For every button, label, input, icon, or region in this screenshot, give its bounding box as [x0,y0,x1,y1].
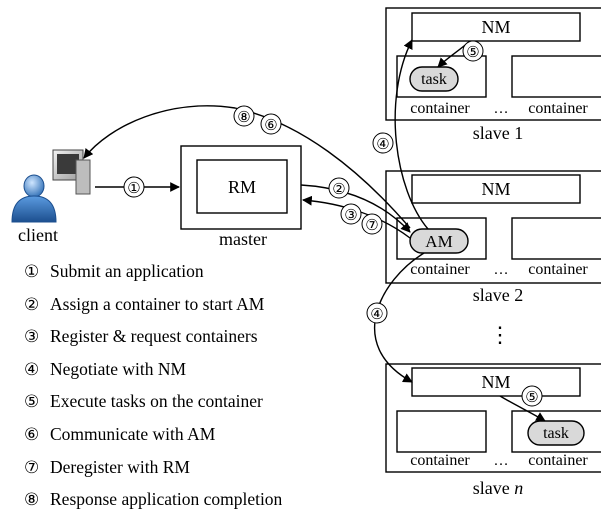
rm-label: RM [228,177,256,197]
step-marker-5-slaven: ⑤ [521,385,543,407]
svg-text:⑥: ⑥ [264,118,277,134]
step-marker-7: ⑦ [361,213,383,235]
svg-text:⑤: ⑤ [525,390,538,406]
arrow-negotiate-slave1 [394,39,429,230]
legend-num: ⑧ [24,490,40,511]
legend-num: ⑥ [24,424,40,445]
legend-text: Deregister with RM [50,456,190,477]
slave-1-nm-label: NM [481,17,510,37]
slave-2-nm-label: NM [481,179,510,199]
slave-2-container-label-right: container [528,261,588,278]
slave-1-task-label: task [421,71,447,88]
arrow-assign-am [300,184,411,233]
client-icon [11,149,91,223]
slave-1: NM task container … container slave 1 [385,7,601,143]
step-marker-1: ① [123,176,145,198]
slave-1-container-right [511,55,601,98]
slave-2-dots: … [494,262,509,278]
slave-n-task-pill [527,420,585,446]
slave-n-container-label-right: container [528,452,588,469]
legend-num: ① [24,262,40,282]
svg-text:③: ③ [344,208,357,224]
legend-text: Register & request containers [50,326,258,347]
legend-text: Communicate with AM [50,423,216,444]
svg-text:②: ② [332,182,345,198]
step-marker-8: ⑧ [233,105,255,127]
slave-2-am-pill [409,228,469,254]
svg-text:⑦: ⑦ [365,218,378,234]
legend-item-2: ② Assign a container to start AM [24,289,282,322]
slave-2: NM AM container … container slave 2 [385,170,601,305]
legend-text: Negotiate with NM [50,358,187,379]
step-marker-6: ⑥ [260,113,282,135]
svg-text:⑤: ⑤ [466,45,479,61]
legend-item-5: ⑤ Execute tasks on the container [24,386,282,419]
slave-2-container-label-left: container [410,261,470,278]
slave-2-am-label: AM [425,232,452,251]
slave-1-label: slave 1 [473,123,523,143]
svg-text:④: ④ [376,137,389,153]
slave-n: NM task container … container slave n [385,363,601,498]
slave-1-container-label-left: container [410,100,470,117]
slave-1-container-label-right: container [528,100,588,117]
slave-n-nm-box [411,367,581,397]
slave-2-label: slave 2 [473,285,523,305]
step-marker-5-slave1: ⑤ [462,40,484,62]
slave-n-label: slave n [473,478,523,498]
yarn-architecture-diagram: client RM master NM task container … con… [11,7,601,498]
legend-text: Submit an application [50,261,204,281]
rm-box [196,159,288,214]
legend-item-4: ④ Negotiate with NM [24,354,282,387]
legend-item-6: ⑥ Communicate with AM [24,419,282,452]
legend: ① Submit an application ② Assign a contain… [24,256,282,517]
slave-n-container-left [396,410,487,453]
slave-2-container-right [511,217,601,260]
legend-item-3: ③ Register & request containers [24,321,282,354]
master-label: master [219,229,267,249]
legend-item-7: ⑦ Deregister with RM [24,452,282,485]
legend-text: Assign a container to start AM [50,293,265,314]
slave-2-nm-box [411,174,581,204]
slave-n-nm-label: NM [481,372,510,392]
slave-n-task-label: task [543,425,569,442]
legend-text: Response application completion [50,489,283,510]
svg-text:①: ① [127,181,140,197]
slave-n-label-text: slave [473,478,514,498]
step-marker-3: ③ [340,203,362,225]
legend-num: ⑤ [24,392,40,413]
legend-num: ④ [24,359,40,380]
step-marker-2: ② [328,177,350,199]
arrow-execute-slaven [499,395,546,422]
step-marker-4-slave1: ④ [372,132,394,154]
legend-item-8: ⑧ Response application completion [24,484,282,517]
legend-num: ⑦ [24,457,40,478]
legend-num: ② [24,294,40,315]
client-label: client [18,225,58,245]
slave-1-dots: … [494,101,509,117]
step-marker-4-slaven: ④ [366,302,388,324]
legend-text: Execute tasks on the container [50,391,263,412]
slave-n-dots: … [494,453,509,469]
svg-text:④: ④ [370,307,383,323]
legend-num: ③ [24,327,40,348]
arrow-communicate [83,105,411,229]
legend-item-1: ① Submit an application [24,256,282,289]
slave-1-task-pill [409,66,459,92]
slave-n-container-label-left: container [410,452,470,469]
slave-1-nm-box [411,12,581,42]
svg-text:⑧: ⑧ [237,110,250,126]
vertical-ellipsis: ⋮ [489,322,511,347]
